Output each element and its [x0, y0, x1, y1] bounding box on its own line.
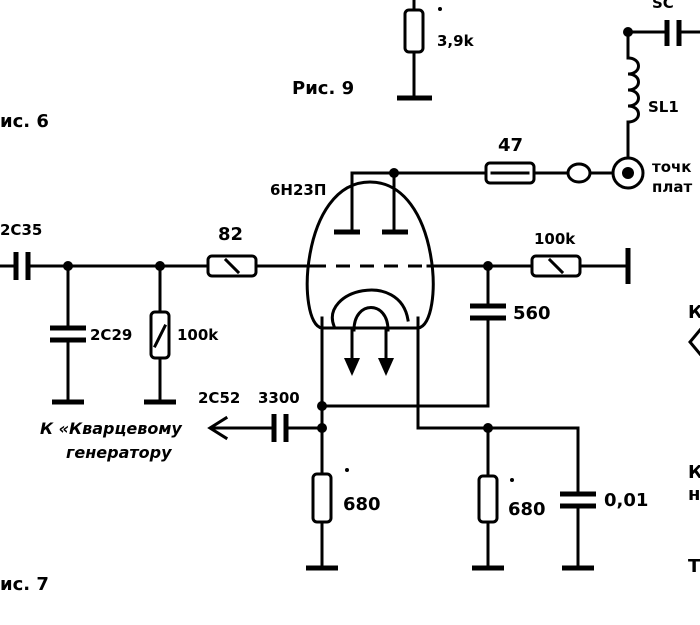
resistor-value-680-left: 680	[343, 494, 381, 515]
ferrite-bead	[566, 162, 592, 184]
cathode-circuit-right: 680 0,01	[416, 423, 648, 571]
destination-label-line1: К «Кварцевому	[40, 419, 182, 438]
resistor-680-left	[311, 472, 333, 524]
resistor-3k9	[403, 8, 425, 54]
coil-and-jack: SC SL1 точк плат	[611, 0, 700, 196]
edge-label-t: Т	[688, 556, 700, 577]
capacitor-label-c29: 2C29	[90, 326, 132, 344]
resistor-value-100k-right: 100k	[534, 230, 576, 248]
input-circuit: 2C35 2C29 100k 82	[0, 221, 318, 405]
right-edge-fragments: К К н Т	[688, 302, 700, 577]
point-label-line1: точк	[652, 158, 691, 176]
sc-label-partial: SC	[652, 0, 674, 12]
anode-circuit: 47	[389, 135, 615, 185]
output-circuit: 100k 560	[320, 230, 631, 408]
capacitor-label-c35: 2C35	[0, 221, 42, 239]
cathode-circuit: 2C52 3300 К «Кварцевому генератору 680	[40, 389, 381, 571]
resistor-680-right	[477, 474, 499, 524]
capacitor-label-c52: 2C52	[198, 389, 240, 407]
edge-label-n: н	[688, 484, 700, 505]
resistor-value-100k-grid: 100k	[177, 326, 219, 344]
figure-caption-6: ис. 6	[0, 111, 49, 132]
resistor-value-82: 82	[218, 224, 243, 245]
capacitor-label-001: 0,01	[604, 490, 648, 511]
resistor-value-3k9: 3,9k	[437, 32, 475, 50]
figure-caption-7: ис. 7	[0, 574, 49, 595]
point-label-line2: плат	[652, 178, 692, 196]
tube-envelope	[305, 180, 435, 330]
capacitor-label-3300: 3300	[258, 389, 300, 407]
capacitor-label-560: 560	[513, 303, 551, 324]
vacuum-tube: 6Н23П	[270, 171, 435, 430]
coil-label-sl1: SL1	[648, 98, 679, 116]
tube-label: 6Н23П	[270, 181, 326, 199]
resistor-value-680-right: 680	[508, 499, 546, 520]
fig9-fragment: 3,9k Рис. 9	[292, 0, 475, 101]
figure-caption-9: Рис. 9	[292, 78, 354, 99]
resistor-value-47: 47	[498, 135, 523, 156]
destination-label-line2: генератору	[66, 443, 172, 462]
coil-sl1	[626, 56, 640, 124]
edge-label-k1: К	[688, 302, 700, 323]
edge-label-k2: К	[688, 462, 700, 483]
